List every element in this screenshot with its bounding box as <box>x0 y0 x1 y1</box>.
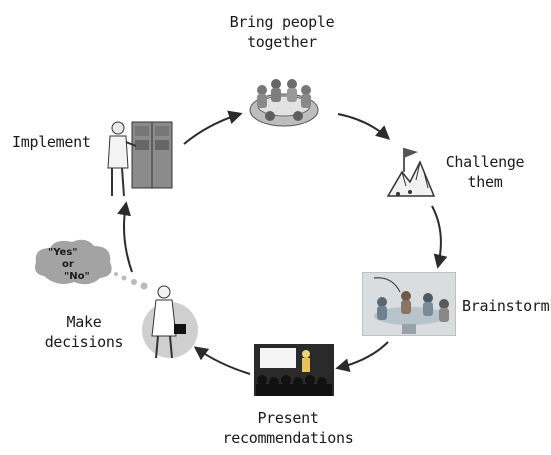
worker-cabinet-icon <box>107 121 173 197</box>
arrow-challenge-to-brainstorm <box>431 205 448 269</box>
step-implement-line1: Implement <box>12 133 91 151</box>
mountain-flag-icon <box>386 148 436 197</box>
arrow-brainstorm-to-present <box>335 341 389 373</box>
thought-no: "No" <box>64 271 90 282</box>
step-present-line2: recommendations <box>222 429 354 447</box>
decision-maker-icon <box>114 272 198 359</box>
brainstorm-meeting-icon <box>362 272 456 336</box>
presentation-audience-icon <box>254 344 334 396</box>
step-bring-line2: together <box>247 33 317 51</box>
step-challenge-label: Challenge them <box>440 152 530 192</box>
thought-cloud-icon <box>35 239 112 285</box>
step-decide-line1: Make <box>66 313 102 331</box>
thought-yes: "Yes" <box>48 247 78 258</box>
arrow-present-to-decide <box>193 346 251 375</box>
step-bring-line1: Bring people <box>229 13 335 31</box>
step-bring-label: Bring people together <box>222 12 342 52</box>
step-challenge-line2: them <box>467 173 503 191</box>
step-decide-label: Make decisions <box>34 312 134 352</box>
step-implement-label: Implement <box>12 132 91 152</box>
people-meeting-icon <box>249 79 319 127</box>
arrow-decide-to-implement <box>117 201 133 273</box>
arrow-bring-to-challenge <box>337 113 391 140</box>
step-brainstorm-label: Brainstorm <box>462 296 550 316</box>
step-present-label: Present recommendations <box>208 408 368 448</box>
thought-or: or <box>62 259 74 270</box>
arrow-implement-to-bring <box>183 110 243 145</box>
step-challenge-line1: Challenge <box>445 153 525 171</box>
step-present-line1: Present <box>257 409 319 427</box>
step-decide-line2: decisions <box>44 333 124 351</box>
step-brainstorm-line1: Brainstorm <box>462 297 550 315</box>
